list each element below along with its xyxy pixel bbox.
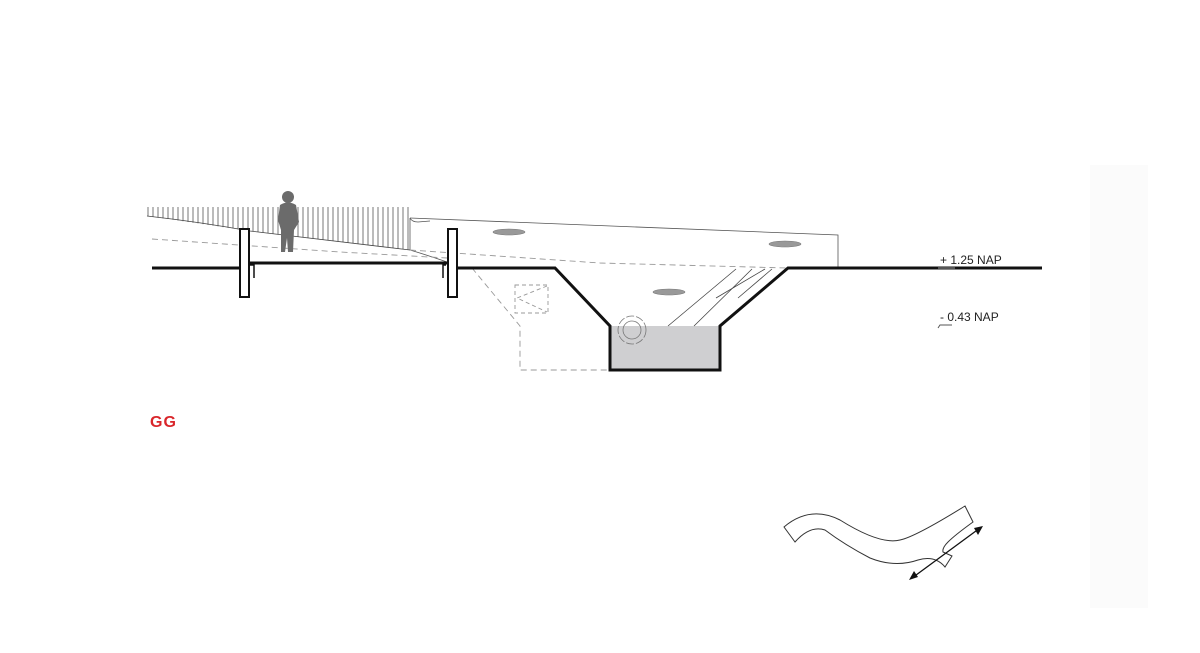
deck-bearings [250,264,446,278]
section-label: GG [150,414,177,431]
level-label-lower: - 0.43 NAP [940,310,999,324]
level-label-upper: + 1.25 NAP [940,253,1002,267]
section-cut-arrow [909,526,983,580]
right-abutment [447,228,458,298]
wall-edge [409,217,431,223]
wall-edge-lower [409,218,448,263]
side-panel [1090,165,1148,608]
fence-railing [147,207,409,250]
slope-hatching [667,268,773,327]
paving-stone-symbols [492,228,802,296]
level-marker-lower [937,324,952,329]
ground-profile [152,266,1042,372]
key-plan [783,505,974,568]
pipe-icon [617,315,647,345]
water-channel [610,326,720,370]
person-silhouette [278,191,299,252]
left-abutment [239,228,250,298]
hidden-lines [151,238,789,371]
wall-panel [409,217,839,268]
